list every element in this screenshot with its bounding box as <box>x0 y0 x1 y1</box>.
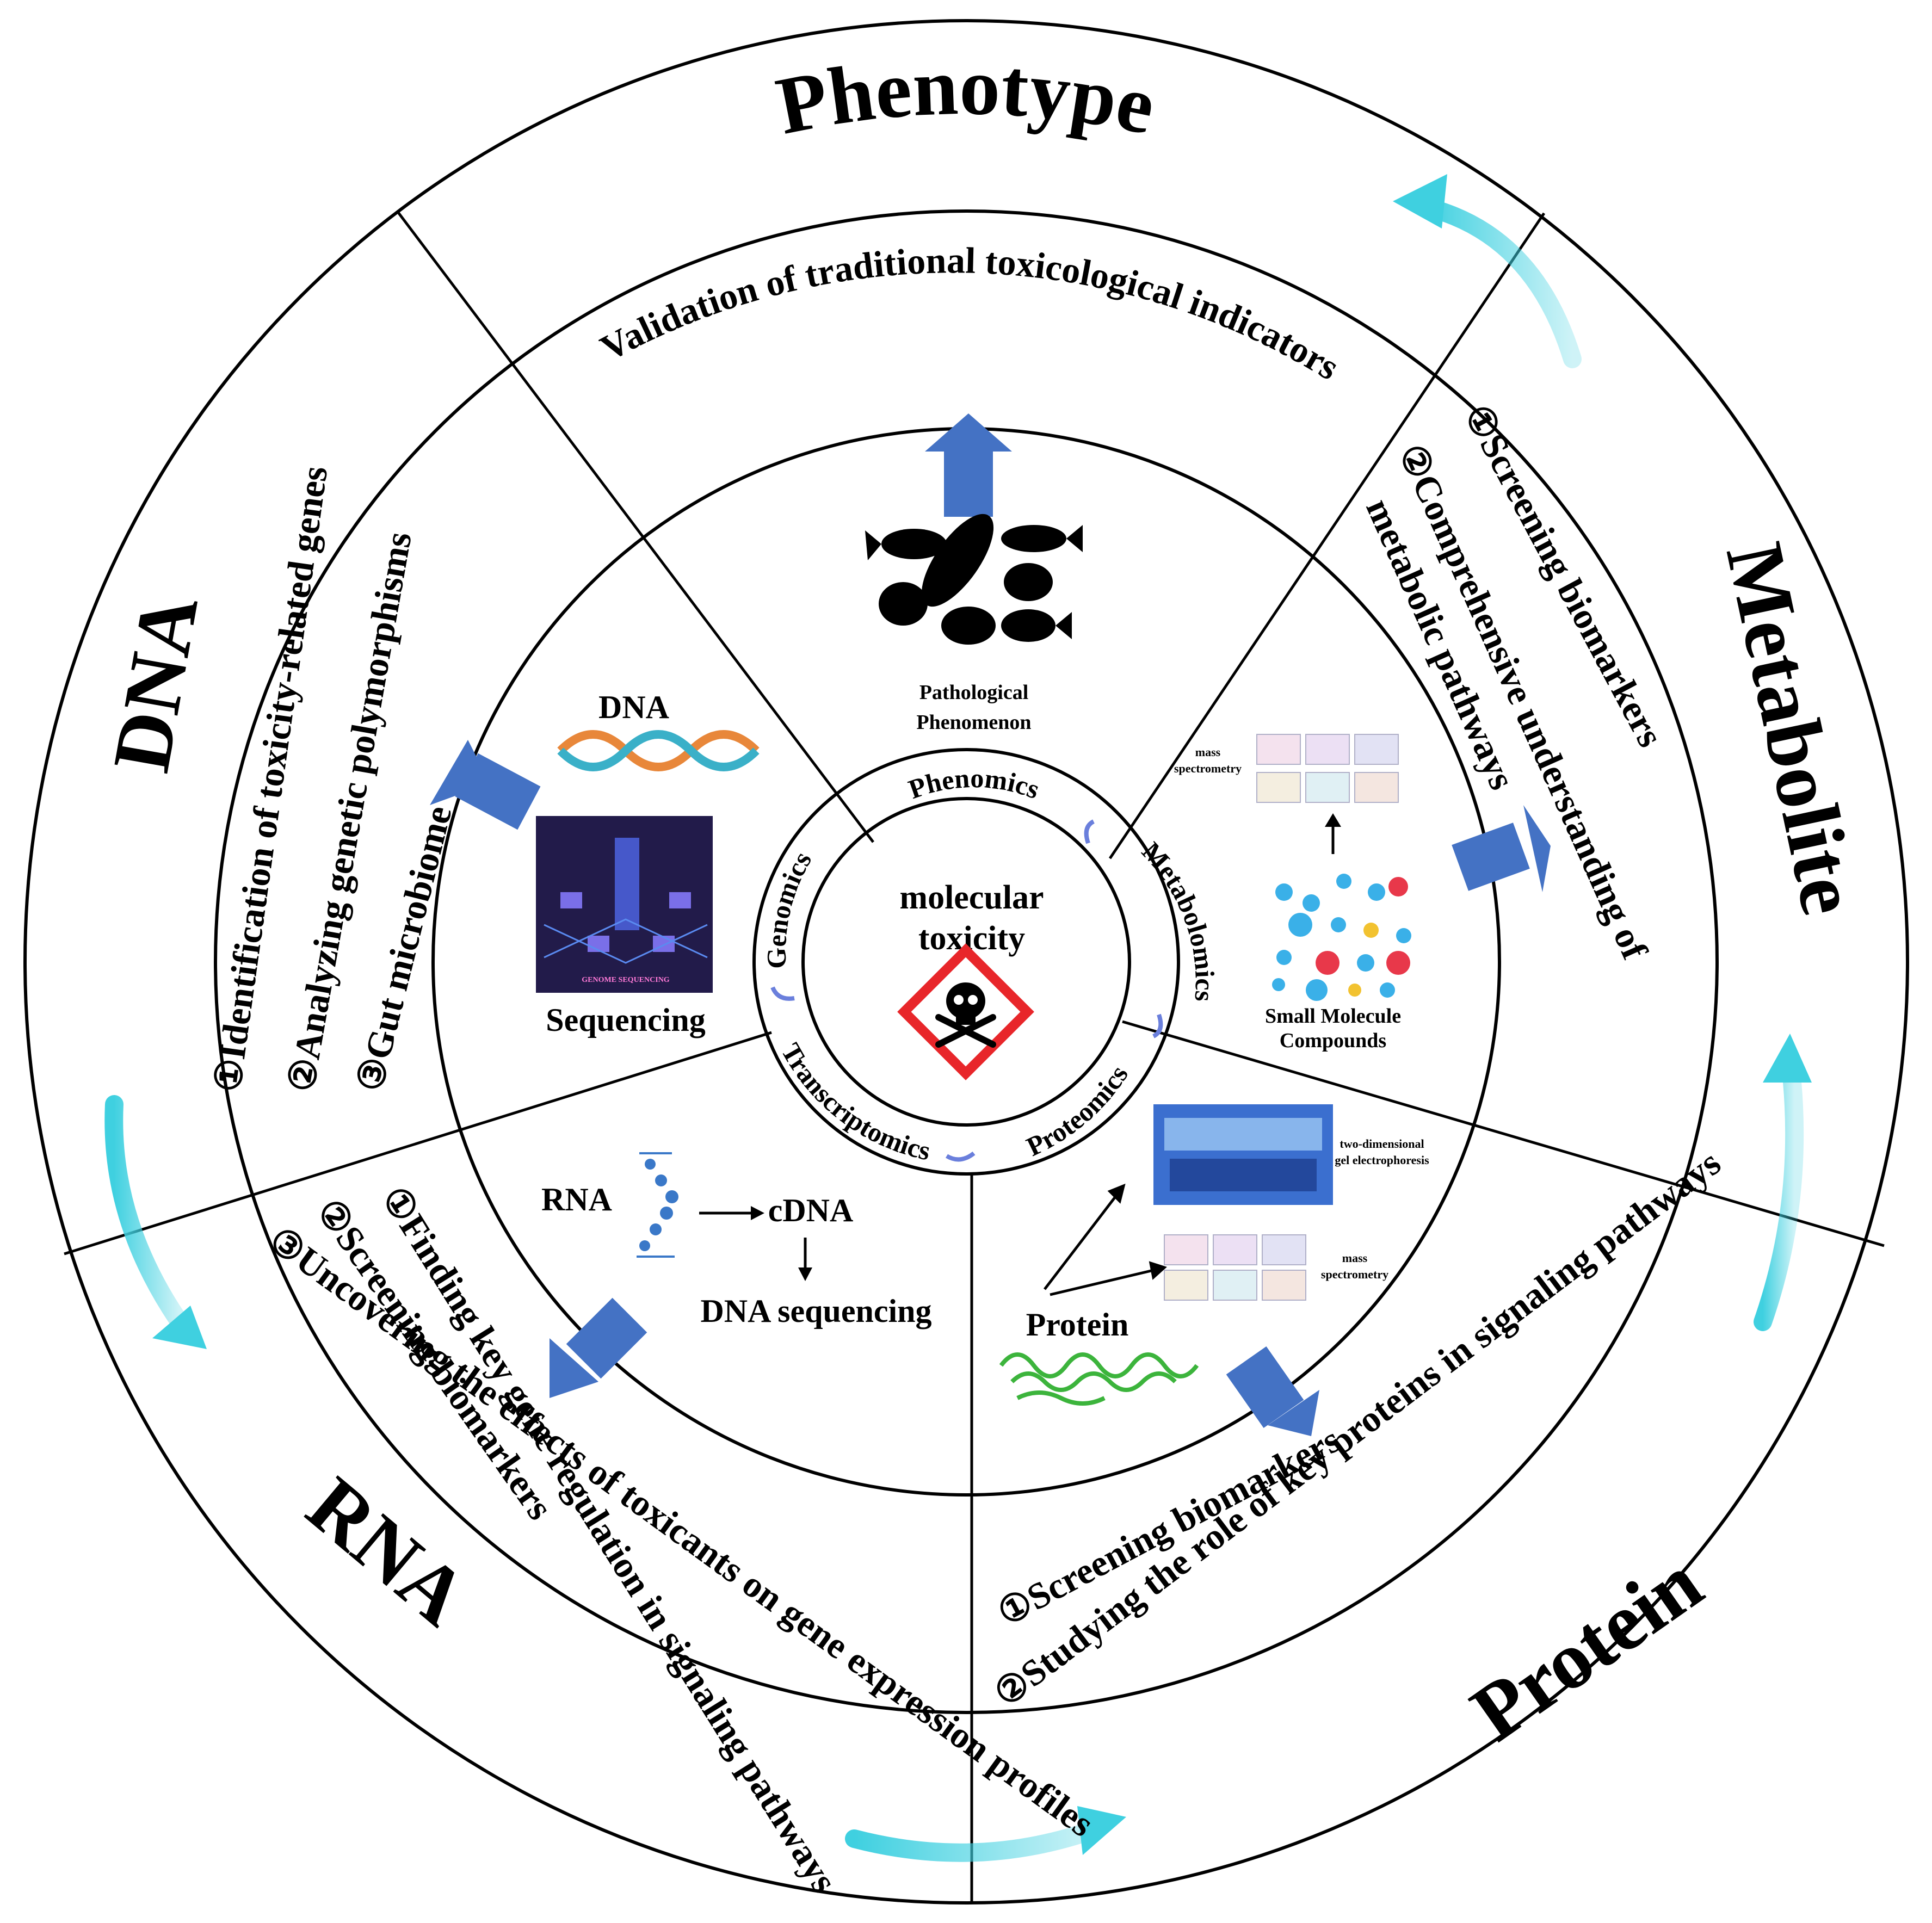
ring-genomics: Genomics <box>761 846 817 969</box>
cyan-arrow-head <box>1077 1806 1126 1855</box>
divider-rna-dna <box>64 1031 772 1256</box>
genome-sequencing-image <box>536 816 713 993</box>
small-arrow-icon <box>1152 1013 1163 1038</box>
protein-ms-label-line1: mass <box>1342 1251 1368 1265</box>
gel-label-line2: gel electrophoresis <box>1335 1153 1429 1167</box>
gel-label-line1: two-dimensional <box>1340 1137 1424 1151</box>
cdna-label: cDNA <box>768 1192 854 1228</box>
mass-spectrometry-icon <box>1256 734 1399 803</box>
protein-mass-spectrometry-icon <box>1164 1234 1306 1301</box>
second-circle <box>214 209 1719 1714</box>
divider-dna-phenotype <box>396 210 874 843</box>
cyan-arrow-dna <box>104 1095 189 1331</box>
black-arrow-up-icon <box>1325 813 1341 854</box>
protein-structure-icon <box>999 1352 1199 1406</box>
metabolite-ms-label-line2: spectrometry <box>1174 762 1242 775</box>
cdna-down-arrow-icon <box>798 1238 812 1281</box>
metabolite-ms-label-line1: mass <box>1195 745 1221 759</box>
cyan-arrow-metabolite <box>1754 1052 1804 1331</box>
cyan-arrow-head <box>1393 174 1447 228</box>
blue-arrow-up-icon <box>925 413 1012 517</box>
rna-helix-icon <box>637 1152 678 1258</box>
blue-arrow-left-icon <box>430 740 541 830</box>
cyan-arrow-head <box>152 1306 207 1349</box>
title-metabolite: Metabolite <box>1709 535 1875 922</box>
small-arrow-icon <box>1084 819 1095 844</box>
ring-transcriptomics: Transcriptomics <box>775 1038 933 1166</box>
dna-label: DNA <box>598 689 669 725</box>
pathological-label-line2: Phenomenon <box>916 711 1031 734</box>
gel-electrophoresis-image <box>1153 1104 1333 1205</box>
title-protein: Protein <box>1455 1537 1718 1759</box>
protein-label: Protein <box>1026 1307 1129 1343</box>
rna-item1: ①Finding key gene regulation in signalin… <box>374 1179 845 1900</box>
genome-caption: GENOME SEQUENCING <box>582 976 670 984</box>
pathological-label-line1: Pathological <box>919 681 1029 704</box>
dna-helix-icon <box>557 730 760 771</box>
dna-sequencing-label: DNA sequencing <box>700 1293 931 1329</box>
small-arrow-icon <box>945 1151 976 1162</box>
small-molecule-label-line2: Compounds <box>1280 1029 1386 1052</box>
hazard-icon <box>897 943 1034 1080</box>
divider-metabolite-protein <box>1122 1020 1885 1247</box>
blue-arrow-down-right-icon <box>1226 1346 1319 1436</box>
title-rna: RNA <box>291 1460 484 1643</box>
center-title-line1: molecular <box>899 879 1044 916</box>
ring-small-arrows <box>770 819 1163 1162</box>
cyan-arrow-phenotype <box>1416 197 1582 368</box>
dna-item3: ③Gut microbiome <box>349 802 460 1096</box>
title-dna: DNA <box>96 589 215 778</box>
protein-ms-label-line2: spectrometry <box>1321 1267 1388 1281</box>
inner-ring-outer <box>752 748 1180 1176</box>
rna-to-cdna-arrow-icon <box>699 1206 764 1220</box>
sequencing-label: Sequencing <box>546 1002 705 1038</box>
small-arrow-icon <box>770 986 795 1001</box>
blue-arrow-right-icon <box>1452 805 1551 892</box>
small-molecule-label-line1: Small Molecule <box>1265 1005 1401 1028</box>
title-phenotype: Phenotype <box>769 41 1162 152</box>
molecule-icon <box>1272 874 1411 1001</box>
fish-silhouettes-icon <box>865 514 1083 645</box>
cyan-arrow-protein <box>845 1819 1108 1862</box>
cyan-arrow-head <box>1763 1034 1812 1083</box>
divider-phenotype-metabolite <box>1108 212 1546 860</box>
outer-cycle-arrows <box>104 174 1812 1862</box>
outer-circle <box>23 19 1909 1905</box>
rna-label: RNA <box>541 1182 612 1217</box>
protein-arrows-icon <box>1044 1183 1167 1296</box>
blue-arrow-down-left-icon <box>550 1297 647 1398</box>
inner-ring-inner <box>801 797 1131 1127</box>
